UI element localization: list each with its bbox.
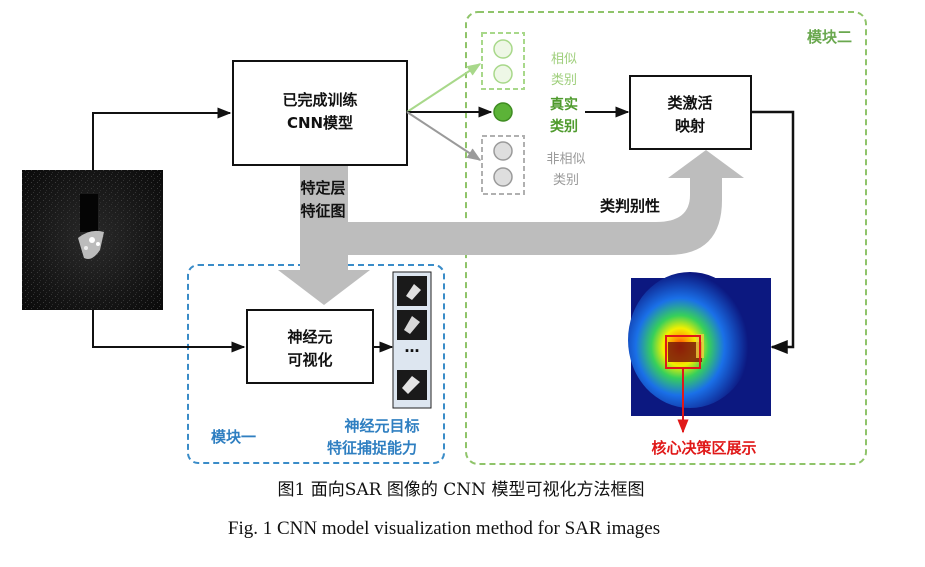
- nonsimilar-class-label-line1: 非相似: [546, 152, 585, 167]
- feature-layer-label-line1: 特定层: [300, 179, 345, 197]
- similar-class-group: [481, 32, 525, 90]
- module-two-label: 模块二: [807, 28, 852, 46]
- sar-input-image: [22, 170, 163, 310]
- neuron-feature-label-line1: 神经元目标: [344, 417, 419, 435]
- class-activation-mapping-box: [629, 75, 752, 150]
- caption-chinese: 图1 面向SAR 图像的 CNN 模型可视化方法框图: [278, 480, 645, 500]
- true-class-label-line1: 真实: [550, 96, 578, 113]
- core-region-label: 核心决策区展示: [651, 439, 756, 457]
- cam-box-line1: 类激活: [667, 94, 712, 112]
- cam-to-heatmap-arrow: [751, 110, 795, 354]
- input-to-neuron-arrow: [92, 310, 246, 353]
- feature-ellipsis: …: [405, 338, 420, 356]
- neuron-box-line1: 神经元: [287, 328, 332, 346]
- caption-english: Fig. 1 CNN model visualization method fo…: [228, 518, 660, 539]
- class-discriminative-big-arrow: [324, 150, 744, 255]
- similar-class-label-line1: 相似: [551, 52, 577, 67]
- class-discriminative-label: 类判别性: [600, 197, 660, 215]
- cnn-box-line2: CNN模型: [287, 114, 353, 132]
- true-class-node: [493, 102, 513, 122]
- input-to-cnn-arrow: [92, 107, 232, 170]
- nonsimilar-class-group: [481, 135, 525, 195]
- similar-class-label-line2: 类别: [551, 73, 577, 88]
- cnn-box-line1: 已完成训练: [282, 91, 357, 109]
- feature-layer-label-line2: 特征图: [300, 202, 345, 220]
- module-one-region: [187, 264, 445, 464]
- true-class-label-line2: 类别: [550, 118, 578, 135]
- neuron-feature-label-line2: 特征捕捉能力: [327, 439, 417, 457]
- feature-thumbnail-strip: …: [392, 271, 432, 409]
- neuron-visualization-box: [246, 309, 374, 384]
- similar-class-node: [493, 64, 513, 84]
- cnn-to-nonsimilar-arrow: [406, 111, 482, 161]
- nonsimilar-class-label-line2: 类别: [553, 173, 579, 188]
- module-one-label: 模块一: [211, 428, 256, 446]
- nonsimilar-class-node: [493, 167, 513, 187]
- similar-class-node: [493, 39, 513, 59]
- cam-box-line2: 映射: [675, 117, 705, 135]
- neuron-box-line2: 可视化: [287, 351, 332, 369]
- cnn-to-similar-arrow: [406, 63, 482, 113]
- nonsimilar-class-node: [493, 141, 513, 161]
- cnn-model-box: [232, 60, 408, 166]
